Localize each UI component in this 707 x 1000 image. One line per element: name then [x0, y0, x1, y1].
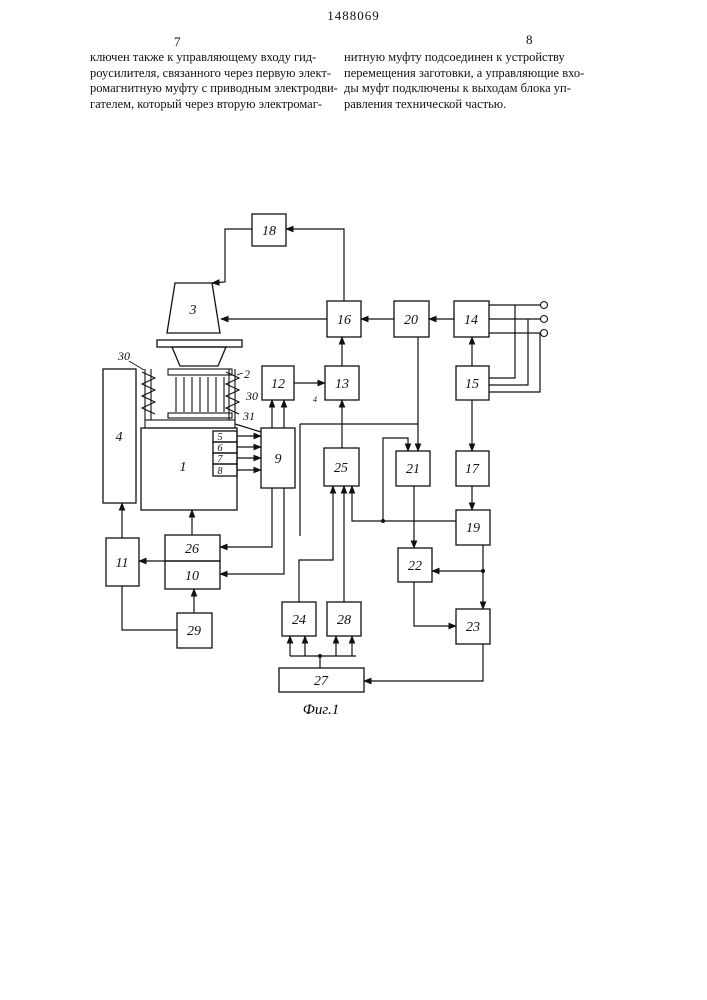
terminal-icon	[541, 302, 548, 309]
label-4: 4	[116, 430, 123, 445]
terminal-icon	[541, 316, 548, 323]
junction-dots	[318, 519, 485, 658]
label-6: 6	[218, 443, 223, 454]
block-1	[141, 428, 237, 510]
label-3: 3	[189, 303, 197, 318]
label-1: 1	[180, 460, 187, 475]
label-13: 13	[335, 377, 349, 392]
label-20: 20	[404, 313, 418, 328]
block-labels: 18 3 4 1 12 13 16 20 14 15 9 25 21 17 19…	[116, 224, 481, 689]
figure-caption: Фиг.1	[303, 702, 339, 718]
label-4-small: 4	[313, 395, 317, 404]
label-11: 10	[185, 569, 199, 584]
label-27: 25	[334, 461, 348, 476]
label-14: 14	[464, 313, 478, 328]
label-29: 29	[187, 624, 201, 639]
press-plate	[157, 340, 242, 347]
label-17: 18	[262, 224, 276, 239]
label-22: 22	[408, 559, 422, 574]
label-30-right: 30	[245, 389, 258, 403]
label-21: 21	[406, 462, 420, 477]
label-5: 5	[218, 432, 223, 443]
terminals	[541, 302, 548, 337]
die-assembly	[142, 369, 239, 428]
label-24: 24	[292, 613, 306, 628]
label-9: 9	[275, 452, 282, 467]
terminal-icon	[541, 330, 548, 337]
sub-block-labels: 5 6 7 8	[218, 432, 224, 477]
label-12: 12	[271, 377, 285, 392]
label-2: 2	[244, 367, 250, 381]
label-23: 23	[466, 620, 480, 635]
label-16: 16	[337, 313, 351, 328]
label-31: 31	[242, 409, 255, 423]
label-15: 15	[465, 377, 479, 392]
label-25: 28	[337, 613, 351, 628]
label-19: 19	[466, 521, 480, 536]
label-18: 17	[465, 462, 480, 477]
label-8: 8	[218, 466, 223, 477]
label-28: 26	[185, 542, 199, 557]
label-30-left: 30	[117, 349, 130, 363]
press-neck	[172, 347, 226, 366]
label-10: 11	[116, 556, 129, 571]
label-26: 27	[314, 674, 329, 689]
